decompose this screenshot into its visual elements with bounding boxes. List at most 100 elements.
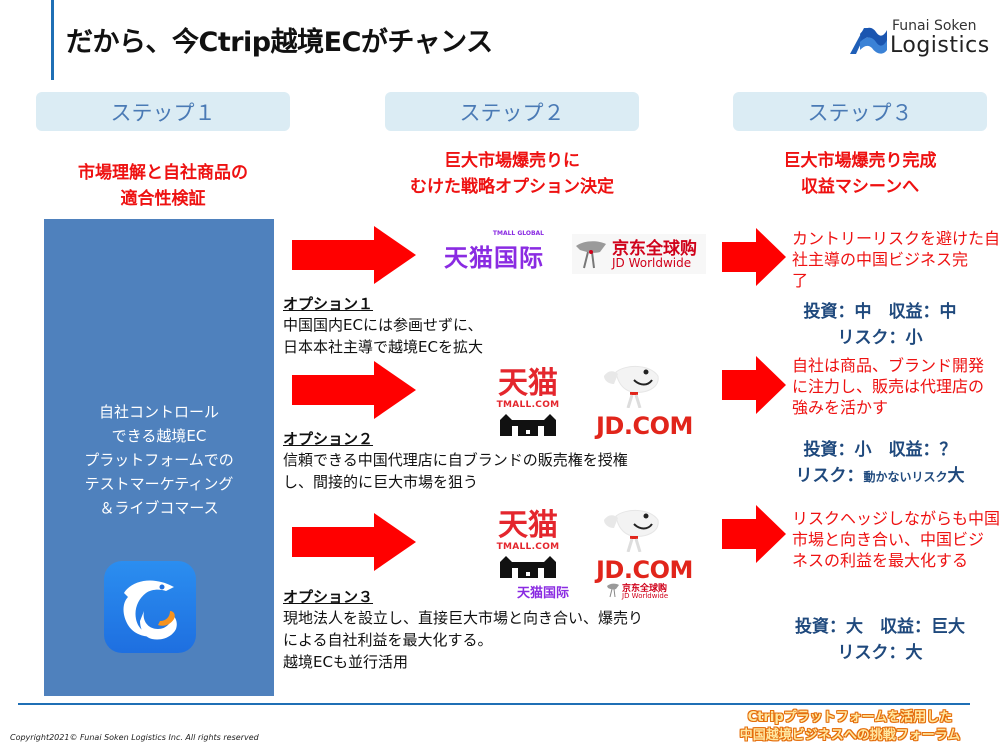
jd-worldwide-logo: 京东全球购 JD Worldwide bbox=[572, 234, 706, 274]
option-2-title: オプション２ bbox=[283, 430, 374, 448]
company-logo: Funai Soken Logistics bbox=[848, 16, 998, 60]
heading-line: 適合性検証 bbox=[120, 189, 206, 209]
tmall-global-logo-small: 天猫国际 bbox=[517, 582, 569, 601]
box-line: プラットフォームでの bbox=[84, 451, 234, 469]
option-1-desc: 中国国内ECには参画せずに、 日本本社主導で越境ECを拡大 bbox=[283, 314, 483, 354]
arrow-right-icon bbox=[292, 226, 416, 284]
option-3-desc: 現地法人を設立し、直接巨大市場と向き合い、爆売り による自社利益を最大化する。 … bbox=[283, 607, 643, 673]
risk-label: リスク： bbox=[795, 466, 864, 486]
box-line: テストマーケティング bbox=[84, 475, 234, 493]
forum-line: Ctripプラットフォームを活用した bbox=[747, 710, 953, 725]
tmall-cat-icon bbox=[500, 556, 556, 578]
option-1-title: オプション１ bbox=[283, 295, 374, 313]
tmall-global-logo: TMALL GLOBAL 天猫国际 bbox=[444, 230, 544, 273]
jd-dog-icon bbox=[604, 366, 659, 408]
funai-wave-logo-icon bbox=[850, 27, 887, 54]
arrow-right-icon bbox=[722, 228, 786, 286]
desc-line: 現地法人を設立し、直接巨大市場と向き合い、爆売り bbox=[283, 609, 644, 627]
desc-line: 中国国内ECには参画せずに、 bbox=[283, 316, 483, 334]
result-3-metrics: 投資：大 収益：巨大 リスク：大 bbox=[760, 614, 1000, 666]
step-2-heading: 巨大市場爆売りに むけた戦略オプション決定 bbox=[385, 148, 639, 200]
option-2-desc: 信頼できる中国代理店に自ブランドの販売権を授権 し、間接的に巨大市場を狙う bbox=[283, 449, 628, 493]
tmall-en: TMALL.COM bbox=[496, 542, 560, 552]
desc-line: し、間接的に巨大市場を狙う bbox=[283, 473, 479, 491]
tmall-cn: 天猫 bbox=[498, 508, 558, 543]
heading-line: 巨大市場爆売り完成 bbox=[783, 151, 937, 171]
jd-worldwide-en: JD Worldwide bbox=[612, 256, 692, 270]
investment-return: 投資：小 収益：？ bbox=[803, 440, 957, 460]
risk-line: リスク：大 bbox=[760, 640, 1000, 666]
tmall-global-cn: 天猫国际 bbox=[444, 244, 544, 272]
result-1-desc: カントリーリスクを避けた自 社主導の中国ビジネス完 了 bbox=[792, 228, 1000, 291]
investment-return: 投資：大 収益：巨大 bbox=[795, 617, 965, 637]
risk-label: リスク： bbox=[837, 643, 906, 663]
desc-line: 日本本社主導で越境ECを拡大 bbox=[283, 338, 483, 354]
jd-worldwide-cn: 京东全球购 bbox=[622, 584, 668, 594]
tmall-logo: 天猫 TMALL.COM bbox=[488, 368, 568, 436]
jd-dog-icon bbox=[607, 583, 619, 598]
risk-label: リスク： bbox=[837, 328, 906, 348]
step-1-pill: ステップ１ bbox=[36, 92, 290, 131]
jd-worldwide-cn: 京东全球购 bbox=[612, 239, 697, 259]
result-1-metrics: 投資：中 収益：中 リスク：小 bbox=[770, 299, 990, 351]
box-line: できる越境EC bbox=[111, 427, 207, 445]
jd-com-logo: JD.COM bbox=[594, 508, 694, 588]
desc-line: による自社利益を最大化する。 bbox=[283, 631, 493, 649]
step-1-box-text: 自社コントロール できる越境EC プラットフォームでの テストマーケティング ＆… bbox=[44, 400, 274, 520]
footer-divider bbox=[18, 703, 970, 705]
arrow-right-icon bbox=[292, 361, 416, 419]
page-title: だから、今Ctrip越境ECがチャンス bbox=[66, 27, 493, 58]
heading-line: 収益マシーンへ bbox=[800, 177, 920, 197]
result-3-desc: リスクヘッジしながらも中国 市場と向き合い、中国ビジ ネスの利益を最大化する bbox=[792, 508, 1000, 571]
jd-com-logo: JD.COM bbox=[594, 364, 694, 444]
forum-line: 中国越境ビジネスへの挑戦フォーラム bbox=[739, 728, 961, 743]
tmall-cn: 天猫 bbox=[498, 366, 558, 401]
box-line: ＆ライブコマース bbox=[99, 499, 219, 517]
step-1-heading: 市場理解と自社商品の 適合性検証 bbox=[36, 160, 290, 212]
tmall-logo: 天猫 TMALL.COM bbox=[488, 510, 568, 578]
step-1-box: 自社コントロール できる越境EC プラットフォームでの テストマーケティング ＆… bbox=[44, 219, 274, 696]
jd-com-text: JD.COM bbox=[596, 556, 693, 584]
result-2-metrics: 投資：小 収益：？ リスク：動かないリスク大 bbox=[770, 437, 990, 490]
desc-line: ネスの利益を最大化する bbox=[792, 551, 969, 570]
heading-line: むけた戦略オプション決定 bbox=[410, 177, 614, 197]
step-2-pill: ステップ２ bbox=[385, 92, 639, 131]
title-accent-bar bbox=[51, 0, 54, 80]
desc-line: 信頼できる中国代理店に自ブランドの販売権を授権 bbox=[283, 451, 628, 469]
jd-dog-icon bbox=[604, 510, 659, 552]
desc-line: に注力し、販売は代理店の bbox=[792, 377, 985, 396]
result-2-desc: 自社は商品、ブランド開発 に注力し、販売は代理店の 強みを活かす bbox=[792, 355, 984, 418]
investment-return: 投資：中 収益：中 bbox=[803, 302, 957, 322]
arrow-right-icon bbox=[722, 505, 786, 563]
desc-line: 自社は商品、ブランド開発 bbox=[792, 356, 985, 375]
risk-note: 動かないリスク bbox=[863, 470, 948, 484]
box-line: 自社コントロール bbox=[98, 403, 219, 421]
tmall-en: TMALL.COM bbox=[496, 400, 560, 410]
risk-line: リスク：小 bbox=[770, 325, 990, 351]
desc-line: 越境ECも並行活用 bbox=[283, 653, 408, 671]
step-3-pill: ステップ３ bbox=[733, 92, 987, 131]
risk-value: 小 bbox=[905, 328, 923, 348]
logo-line1: Funai Soken bbox=[892, 18, 977, 34]
option-3-title: オプション３ bbox=[283, 588, 374, 606]
tmall-global-cn: 天猫国际 bbox=[517, 586, 570, 601]
heading-line: 巨大市場爆売りに bbox=[444, 151, 580, 171]
arrow-right-icon bbox=[292, 513, 416, 571]
tmall-cat-icon bbox=[500, 414, 556, 436]
tmall-global-en: TMALL GLOBAL bbox=[492, 230, 544, 237]
desc-line: リスクヘッジしながらも中国 bbox=[792, 509, 1001, 528]
desc-line: 了 bbox=[792, 271, 809, 290]
desc-line: 市場と向き合い、中国ビジ bbox=[792, 530, 985, 549]
risk-value: 大 bbox=[905, 643, 923, 663]
risk-value: 大 bbox=[947, 466, 965, 486]
copyright-text: Copyright2021© Funai Soken Logistics Inc… bbox=[10, 733, 259, 742]
jd-com-text: JD.COM bbox=[596, 412, 693, 440]
desc-line: 強みを活かす bbox=[792, 398, 889, 417]
desc-line: 社主導の中国ビジネス完 bbox=[792, 250, 969, 269]
arrow-right-icon bbox=[722, 356, 786, 414]
logo-line2: Logistics bbox=[890, 33, 990, 58]
step-3-heading: 巨大市場爆売り完成 収益マシーンへ bbox=[733, 148, 987, 200]
heading-line: 市場理解と自社商品の bbox=[78, 163, 248, 183]
risk-line: リスク：動かないリスク大 bbox=[770, 463, 990, 490]
ctrip-dolphin-app-icon bbox=[104, 561, 196, 653]
